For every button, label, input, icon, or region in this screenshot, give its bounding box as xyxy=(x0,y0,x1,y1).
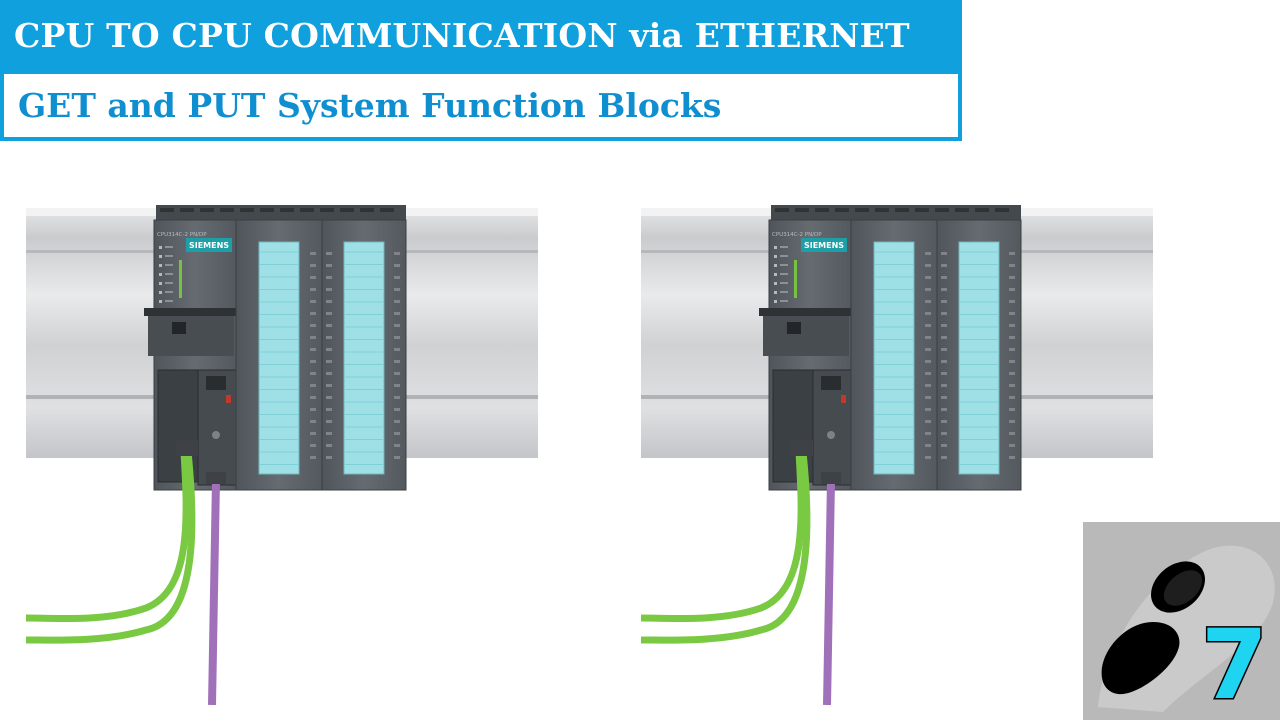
svg-text:SIEMENS: SIEMENS xyxy=(189,241,229,250)
page-title: CPU TO CPU COMMUNICATION via ETHERNET xyxy=(14,16,910,55)
svg-text:CPU314C-2 PN/DP: CPU314C-2 PN/DP xyxy=(772,232,822,238)
page-subtitle: GET and PUT System Function Blocks xyxy=(18,86,722,125)
title-bar: CPU TO CPU COMMUNICATION via ETHERNET xyxy=(0,0,962,71)
svg-text:SIEMENS: SIEMENS xyxy=(804,241,844,250)
plc-station-left: SIEMENS CPU314C-2 PN/DP xyxy=(26,190,538,705)
logo-digit: 7 xyxy=(1201,609,1268,720)
subtitle-box: GET and PUT System Function Blocks xyxy=(0,71,962,141)
svg-text:CPU314C-2 PN/DP: CPU314C-2 PN/DP xyxy=(157,232,207,238)
footprint-logo-icon: 7 xyxy=(1083,522,1280,720)
plc-station-right: SIEMENS CPU314C-2 PN/DP xyxy=(641,190,1153,705)
channel-logo: 7 xyxy=(1083,522,1280,720)
subtitle-inner: GET and PUT System Function Blocks xyxy=(4,74,958,137)
